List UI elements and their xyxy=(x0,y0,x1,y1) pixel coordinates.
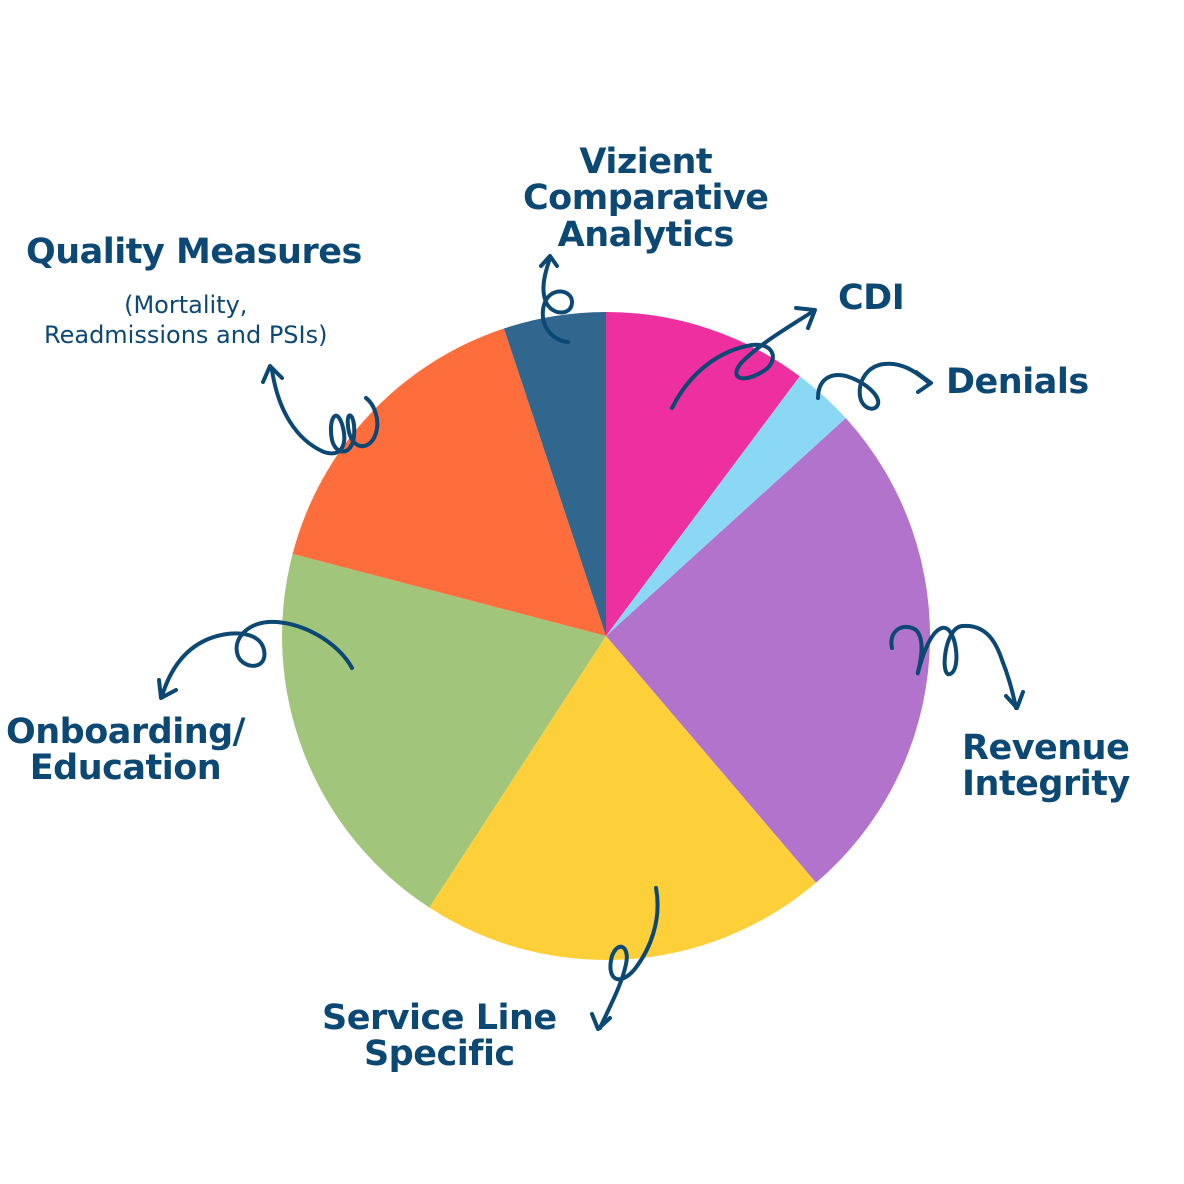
arrow-revenue xyxy=(889,623,1018,710)
arrow-service xyxy=(598,886,660,1030)
arrow-head-cdi xyxy=(794,306,817,330)
label-cdi: CDI xyxy=(838,278,905,318)
annotation-arrows xyxy=(157,254,1025,1031)
pie-slice-quality-measures xyxy=(292,328,606,636)
label-revenue: Revenue Integrity xyxy=(962,728,1130,805)
arrow-head-vizient xyxy=(539,254,559,268)
pie-slice-service-line-specific xyxy=(429,636,817,961)
pie-slice-revenue-integrity xyxy=(606,418,931,883)
arrow-quality xyxy=(270,368,380,456)
label-quality-detail: (Mortality, Readmissions and PSIs) xyxy=(44,291,328,349)
arrow-head-service xyxy=(590,1012,612,1031)
pie-slice-cdi xyxy=(606,312,800,636)
pie-slice-denials xyxy=(606,376,846,636)
arrow-head-quality xyxy=(261,364,284,384)
arrow-onboarding xyxy=(160,619,354,698)
pie-slice-vizient-comparative-analytics xyxy=(503,312,606,636)
pie-slices xyxy=(282,312,931,961)
arrow-head-revenue xyxy=(1004,690,1025,710)
label-service: Service Line Specific xyxy=(322,998,557,1075)
pie-slice-onboarding-education xyxy=(282,553,606,908)
arrow-head-denials xyxy=(914,370,933,394)
arrow-cdi xyxy=(670,310,814,410)
label-quality: Quality Measures xyxy=(26,232,362,272)
label-onboarding: Onboarding/ Education xyxy=(6,712,245,789)
arrow-denials xyxy=(816,361,930,411)
arrow-head-onboarding xyxy=(157,678,178,700)
label-denials: Denials xyxy=(946,362,1089,402)
arrow-vizient xyxy=(540,256,574,344)
label-vizient: Vizient Comparative Analytics xyxy=(523,142,769,255)
